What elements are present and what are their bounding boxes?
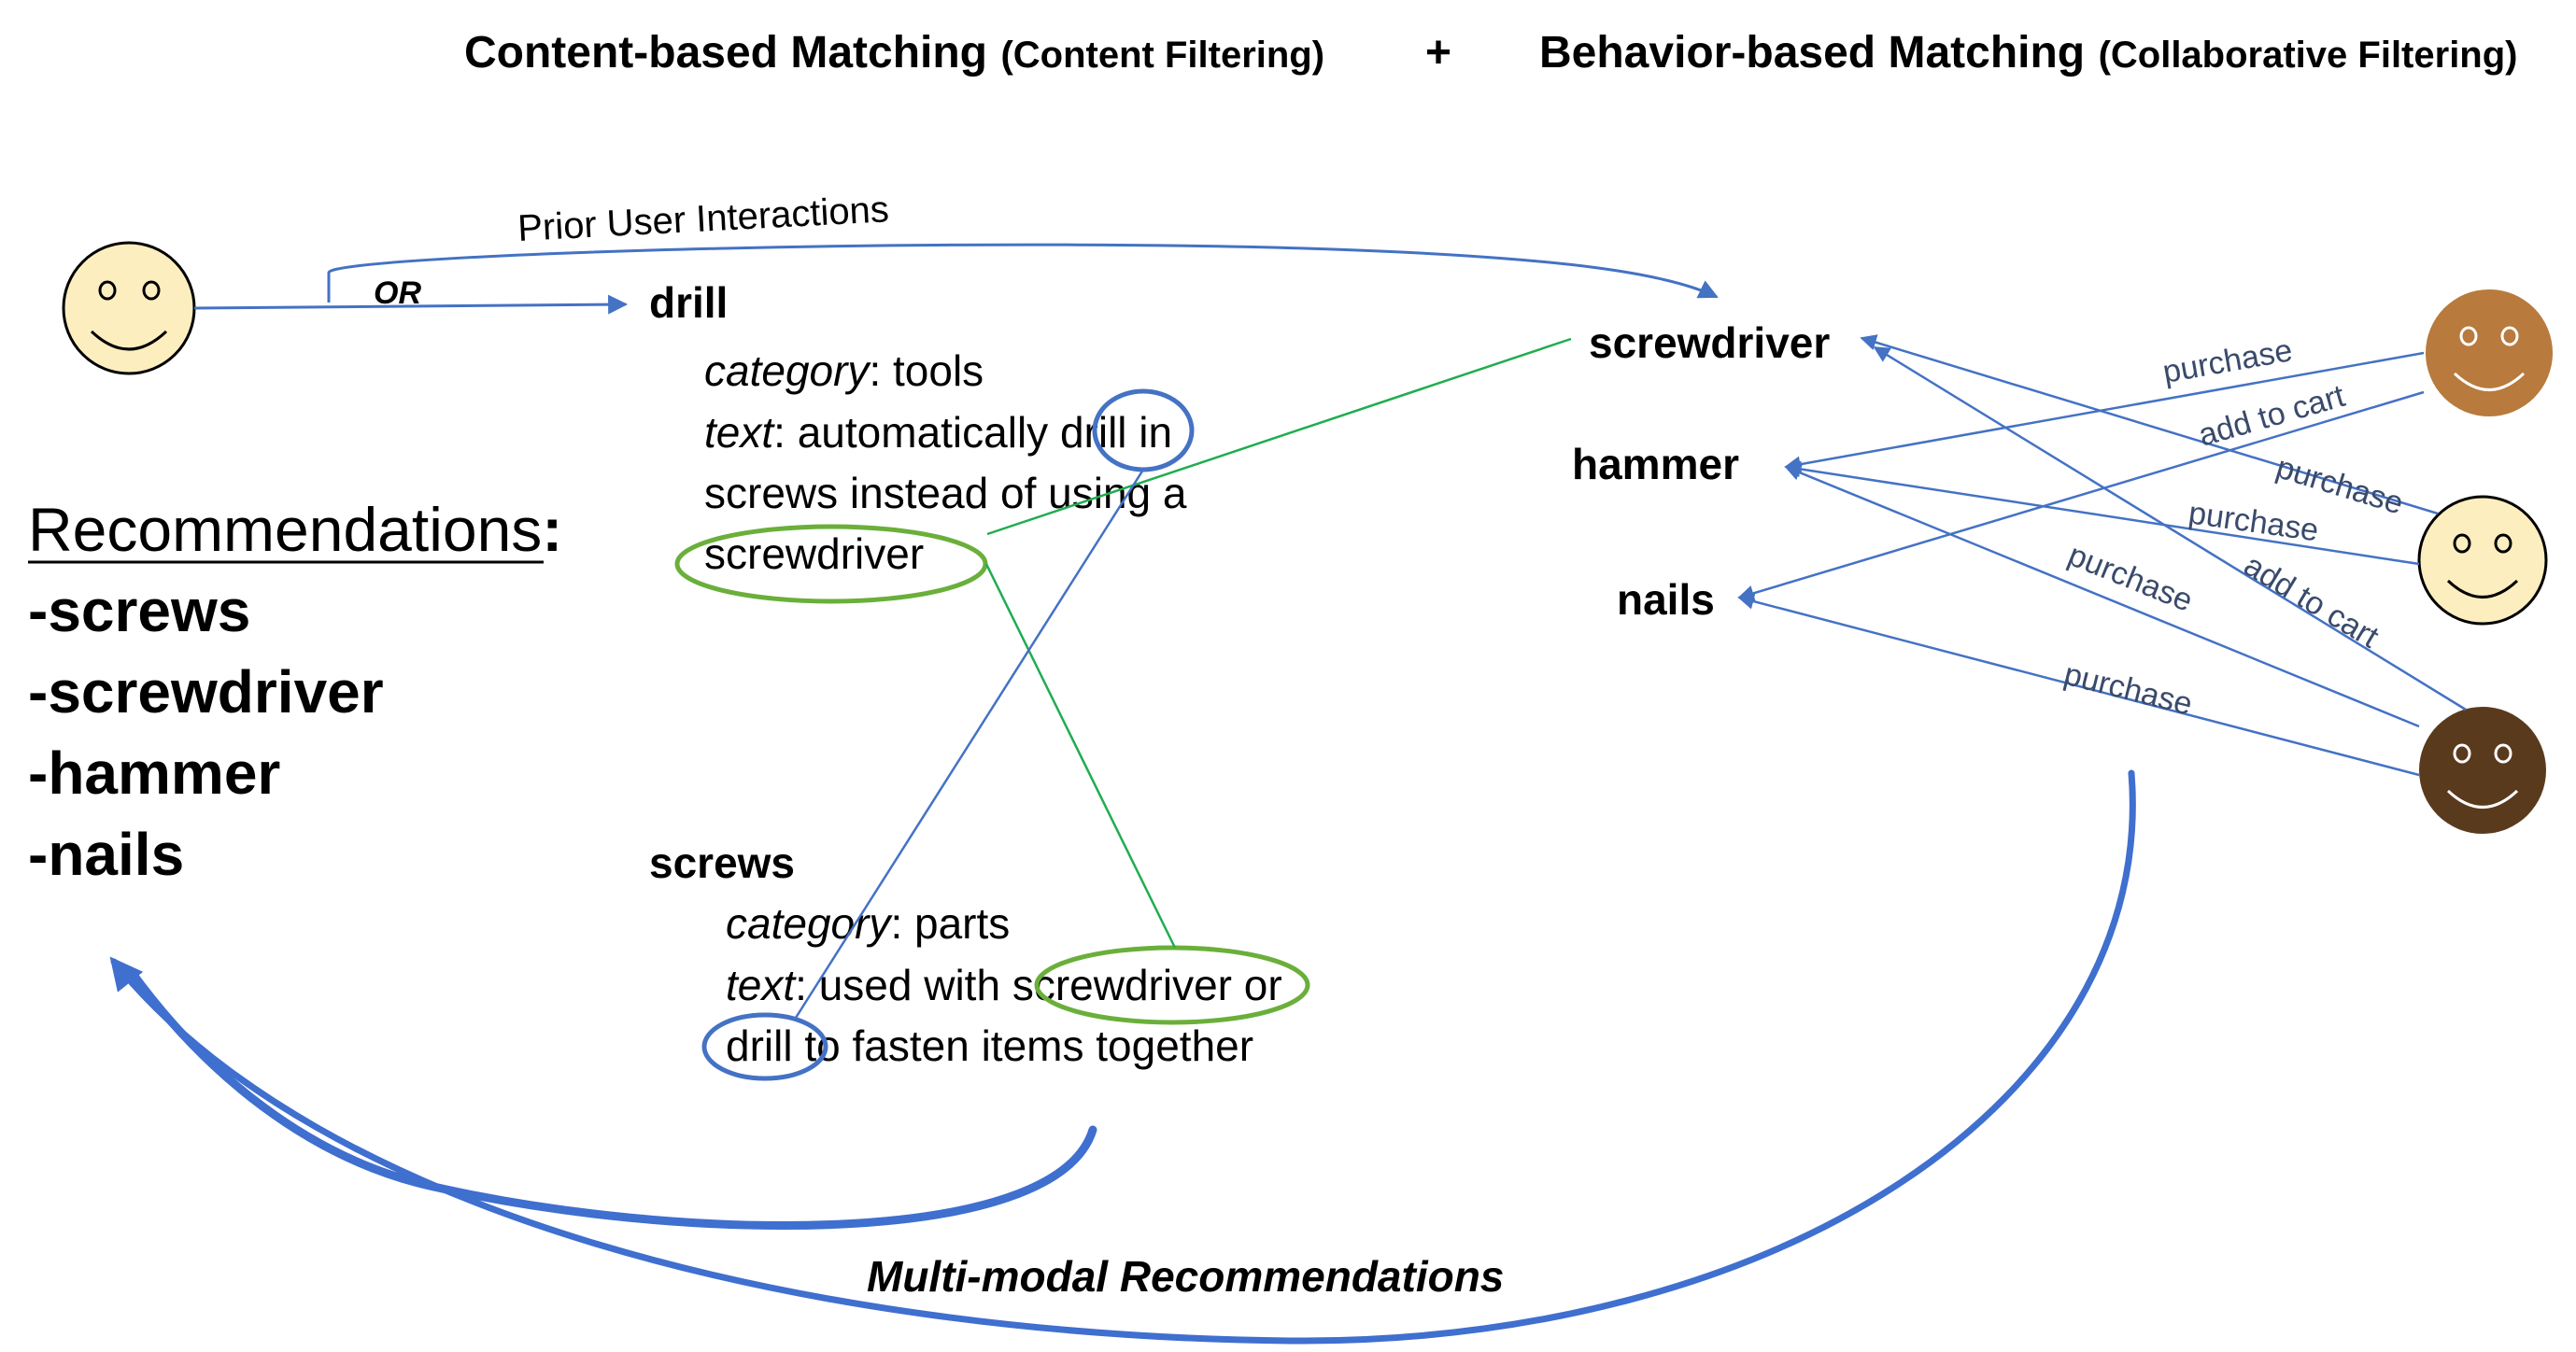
- screws-text-line2: drill to fasten items together: [726, 1021, 1253, 1070]
- product-nails: nails: [1617, 575, 1715, 624]
- recommendation-item: -nails: [28, 821, 184, 888]
- edge-label-purchase: purchase: [2160, 332, 2295, 390]
- drill-text-line2: screws instead of using a: [704, 469, 1187, 517]
- screws-screwdriver-ellipse: [1034, 945, 1310, 1025]
- recommendation-item: -screws: [28, 577, 250, 644]
- screws-text-line1: text: used with screwdriver or: [726, 961, 1282, 1009]
- user-face-icon: [62, 241, 196, 375]
- drill-category: category: tools: [704, 346, 984, 395]
- drill-text-line1: text: automatically drill in: [704, 408, 1172, 457]
- user-face-dark-icon: [2419, 707, 2546, 834]
- edge-label-add-to-cart: add to cart: [2238, 547, 2385, 655]
- drill-title: drill: [649, 278, 728, 327]
- edge-light-screwdriver: [1860, 334, 2439, 515]
- edge-label-purchase: purchase: [2060, 656, 2196, 723]
- drill-text-line3: screwdriver: [704, 529, 924, 578]
- edge-label-purchase: purchase: [2063, 537, 2198, 619]
- multi-modal-label: Multi-modal Recommendations: [867, 1252, 1504, 1301]
- drill-screws-link: [794, 469, 1145, 1019]
- edge-tan-nails: [1737, 390, 2425, 601]
- recommendations-title: Recommendations:: [28, 495, 562, 564]
- edge-dark-screwdriver: [1873, 345, 2467, 711]
- edge-light-hammer: [1784, 460, 2420, 566]
- user-face-tan-icon: [2426, 289, 2553, 416]
- recommendation-item: -hammer: [28, 739, 280, 807]
- header-content-matching: Content-based Matching (Content Filterin…: [464, 28, 1324, 77]
- screws-category: category: parts: [726, 899, 1010, 948]
- screws-drill-ellipse: [701, 1012, 828, 1081]
- header-plus: +: [1425, 28, 1451, 77]
- edge-tan-hammer: [1784, 351, 2425, 472]
- prior-interactions-label: Prior User Interactions: [517, 189, 890, 249]
- edge-dark-hammer: [1784, 464, 2420, 728]
- prior-interactions-arrow: [327, 243, 1719, 303]
- screws-title: screws: [649, 838, 795, 887]
- recommendation-item: -screwdriver: [28, 658, 384, 725]
- product-hammer: hammer: [1572, 440, 1739, 488]
- user-to-drill-arrow: [193, 294, 629, 315]
- edge-label-purchase: purchase: [2187, 495, 2321, 548]
- or-label: OR: [374, 275, 421, 311]
- screwdriver-link-line: [986, 337, 1572, 536]
- behavior-arc: [109, 769, 2136, 1345]
- product-screwdriver: screwdriver: [1589, 318, 1830, 367]
- screwdriver-keyword-ellipse: [674, 524, 988, 604]
- user-face-light-icon: [2417, 495, 2548, 626]
- header-behavior-matching: Behavior-based Matching (Collaborative F…: [1539, 28, 2518, 77]
- edge-dark-nails: [1737, 593, 2420, 777]
- content-arc: [126, 966, 1097, 1230]
- screwdriver-screws-link: [984, 563, 1177, 949]
